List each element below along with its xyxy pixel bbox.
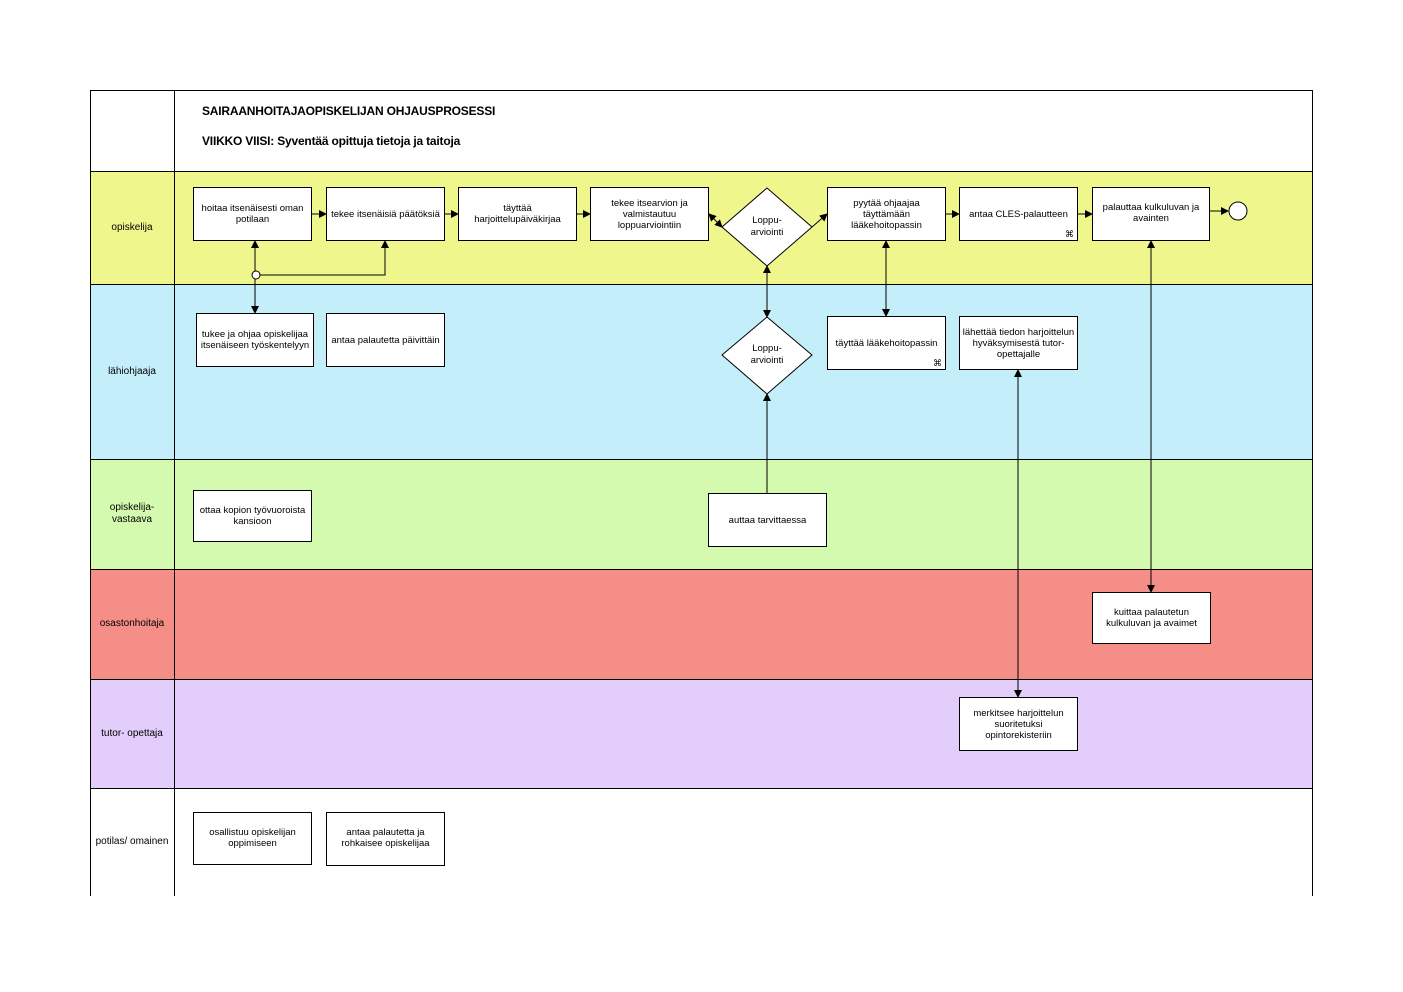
document-link-icon: ⌘ [1065,229,1074,239]
loppuarviointi-diamond-2 [721,316,813,395]
diagram-title: SAIRAANHOITAJAOPISKELIJAN OHJAUSPROSESSI [202,104,496,118]
lane-label-opiskelijavastaava: opiskelija- vastaava [109,502,155,525]
lane-tutor [90,679,1312,788]
step-antaa-palautetta: antaa palautetta päivittäin [326,313,445,367]
lane-label-tutor: tutor- opettaja [101,727,163,739]
lane-label-opiskelija: opiskelija [111,221,153,233]
step-merkitsee: merkitsee harjoittelun suoritetuksi opin… [959,697,1078,751]
loppuarviointi-diamond-1 [721,187,813,267]
end-event-circle [1228,201,1248,221]
step-tayttaa-passin-label: täyttää lääkehoitopassin [835,337,938,349]
step-ottaa-kopion: ottaa kopion työvuoroista kansioon [193,490,312,542]
lane-label-lahiohjaaja: lähiohjaaja [108,365,156,377]
step-tukee: tukee ja ohjaa opiskelijaa itsenäiseen t… [196,313,314,367]
loppuarviointi-label-2: Loppu- arviointi [750,343,784,366]
lane-label-potilas: potilas/ omainen [95,836,169,847]
step-hoitaa: hoitaa itsenäisesti oman potilaan [193,187,312,241]
diagram-subtitle: VIIKKO VIISI: Syventää opittuja tietoja … [202,134,461,148]
document-link-icon: ⌘ [933,358,942,368]
step-tekee-paatoksia: tekee itsenäisiä päätöksiä [326,187,445,241]
step-kuittaa: kuittaa palautetun kulkuluvan ja avaimet [1092,592,1211,644]
lane-label-osastonhoitaja: osastonhoitaja [99,618,165,629]
step-pyytaa: pyytää ohjaajaa täyttämään lääkehoitopas… [827,187,946,241]
step-cles-label: antaa CLES-palautteen [969,208,1068,220]
step-auttaa: auttaa tarvittaessa [708,493,827,547]
loppuarviointi-label-1: Loppu- arviointi [750,215,784,238]
step-itsearvio: tekee itsearvion ja valmistautuu loppuar… [590,187,709,241]
step-osallistuu: osallistuu opiskelijan oppimiseen [193,812,312,865]
step-lahettaa: lähettää tiedon harjoittelun hyväksymise… [959,316,1078,370]
step-rohkaisee: antaa palautetta ja rohkaisee opiskelija… [326,812,445,866]
step-cles: antaa CLES-palautteen ⌘ [959,187,1078,241]
step-tayttaa-passin: täyttää lääkehoitopassin ⌘ [827,316,946,370]
step-tayttaa-paivakirjaa: täyttää harjoittelupäiväkirjaa [458,187,577,241]
step-palauttaa: palauttaa kulkuluvan ja avainten [1092,187,1210,241]
